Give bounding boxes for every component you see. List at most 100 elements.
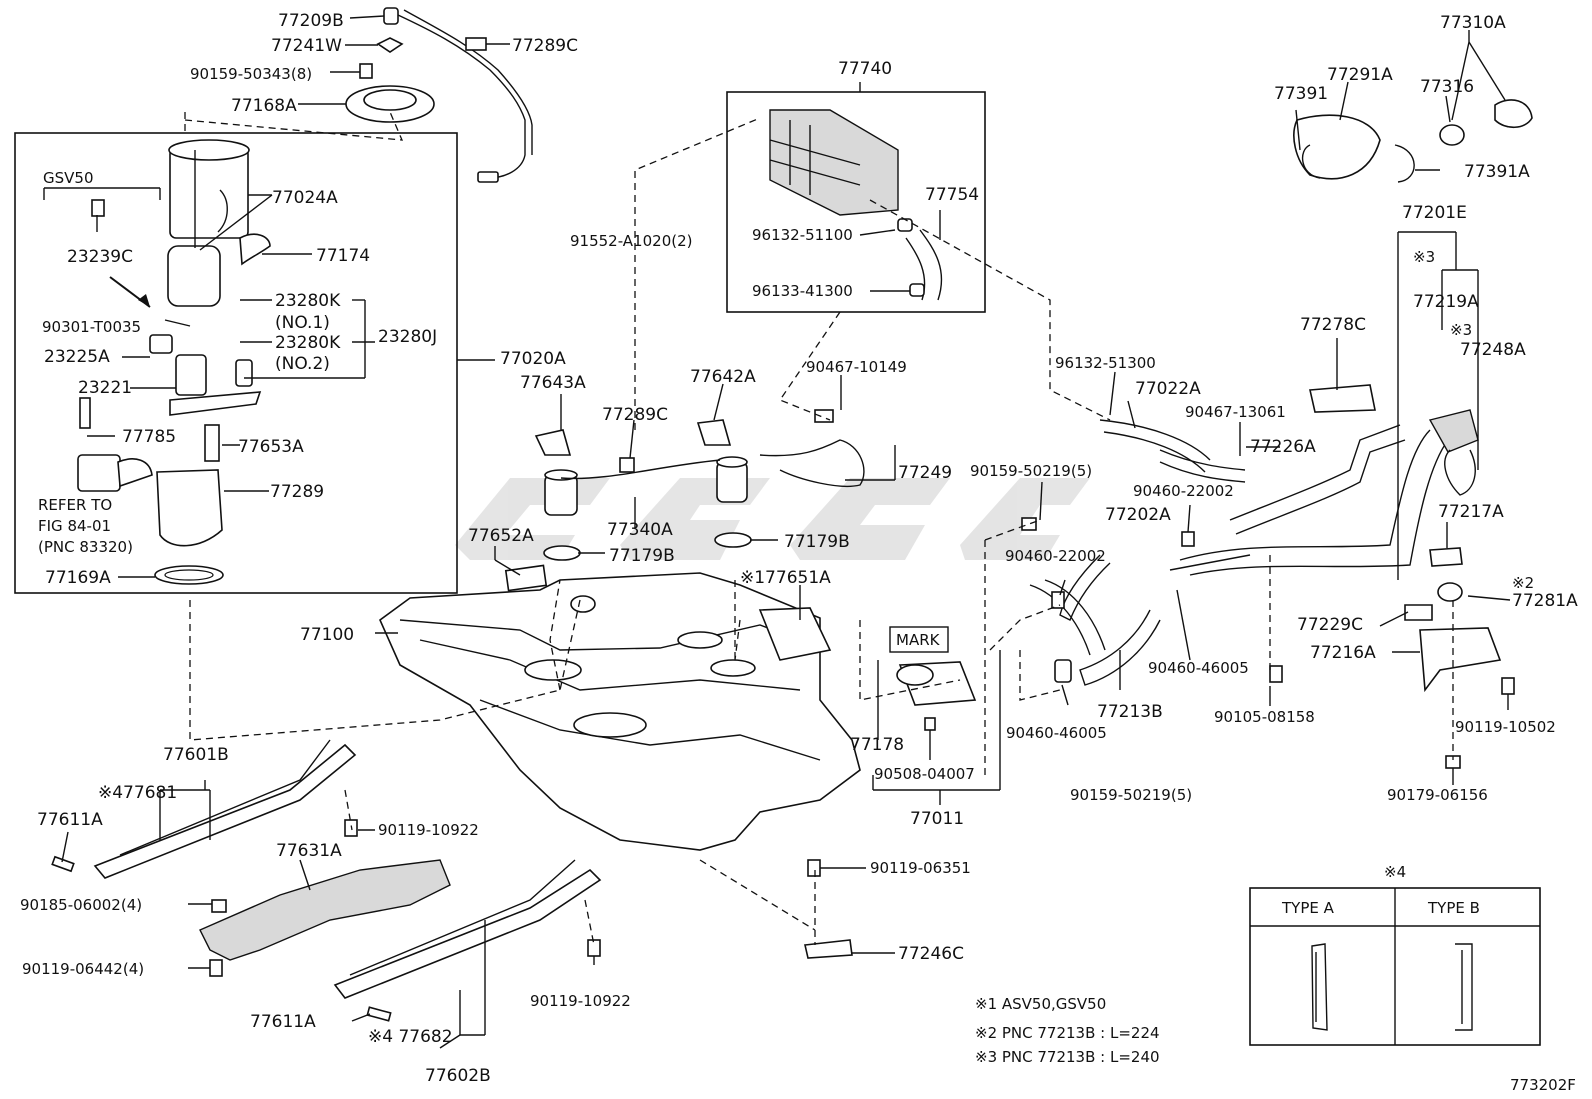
label-90105-08158: 90105-08158 xyxy=(1214,708,1315,726)
label-77611A-top: 77611A xyxy=(37,810,103,830)
label-77179B-left: 77179B xyxy=(609,546,675,566)
label-90159-50219-top: 90159-50219(5) xyxy=(970,462,1092,480)
label-90467-10149: 90467-10149 xyxy=(806,358,907,376)
note-3: ※3 PNC 77213B : L=240 xyxy=(975,1048,1160,1066)
label-mark3-a: ※3 xyxy=(1413,248,1435,266)
label-77681: ※477681 xyxy=(98,783,177,803)
label-77217A: 77217A xyxy=(1438,502,1504,522)
label-77241W: 77241W xyxy=(271,36,342,56)
label-mark: MARK xyxy=(896,631,941,649)
part-labels: 77209B 77241W 77289C 90159-50343(8) 7716… xyxy=(20,11,1578,1086)
label-90460-22002-mid: 90460-22002 xyxy=(1005,547,1106,565)
type-b-header: TYPE B xyxy=(1427,899,1480,917)
label-90179-06156: 90179-06156 xyxy=(1387,786,1488,804)
label-77643A: 77643A xyxy=(520,373,586,393)
label-77682: ※4 77682 xyxy=(368,1027,453,1047)
type-a-clip-shape xyxy=(1311,943,1328,1031)
label-90508-04007: 90508-04007 xyxy=(874,765,975,783)
label-77785: 77785 xyxy=(122,427,176,447)
label-77278C: 77278C xyxy=(1300,315,1366,335)
label-23280K-no2: 23280K xyxy=(275,333,341,353)
label-23239C: 23239C xyxy=(67,247,133,267)
label-77024A: 77024A xyxy=(272,188,338,208)
mid-hoses xyxy=(896,517,1195,731)
mark-label-box xyxy=(889,626,949,653)
label-77178: 77178 xyxy=(850,735,904,755)
label-77169A: 77169A xyxy=(45,568,111,588)
label-77209B: 77209B xyxy=(278,11,344,31)
label-77202A: 77202A xyxy=(1105,505,1171,525)
label-90467-13061: 90467-13061 xyxy=(1185,403,1286,421)
label-77391A: 77391A xyxy=(1464,162,1530,182)
pump-top-parts xyxy=(77,7,533,585)
label-77310A: 77310A xyxy=(1440,13,1506,33)
label-96132-51100: 96132-51100 xyxy=(752,226,853,244)
label-23221: 23221 xyxy=(78,378,132,398)
label-77011: 77011 xyxy=(910,809,964,829)
label-90119-10922-bottom: 90119-10922 xyxy=(530,992,631,1010)
label-no2: (NO.2) xyxy=(275,354,330,374)
label-77179B-right: 77179B xyxy=(784,532,850,552)
label-77631A: 77631A xyxy=(276,841,342,861)
label-23225A: 23225A xyxy=(44,347,110,367)
label-77216A: 77216A xyxy=(1310,643,1376,663)
label-77754: 77754 xyxy=(925,185,979,205)
type-b-clip-shape xyxy=(1455,943,1473,1031)
label-90119-10922-top: 90119-10922 xyxy=(378,821,479,839)
label-no1: (NO.1) xyxy=(275,313,330,333)
label-90460-46005-left: 90460-46005 xyxy=(1006,724,1107,742)
label-77601B: 77601B xyxy=(163,745,229,765)
label-77611A-bottom: 77611A xyxy=(250,1012,316,1032)
label-90460-22002-top: 90460-22002 xyxy=(1133,482,1234,500)
label-77652A: 77652A xyxy=(468,526,534,546)
canister-group xyxy=(769,109,943,301)
label-77653A: 77653A xyxy=(238,437,304,457)
label-77246C: 77246C xyxy=(898,944,964,964)
label-77248A: 77248A xyxy=(1460,340,1526,360)
type-table xyxy=(1249,887,1541,1046)
label-77289C-mid: 77289C xyxy=(602,405,668,425)
label-gsv50: GSV50 xyxy=(43,169,94,187)
label-mark3-b: ※3 xyxy=(1450,321,1472,339)
label-90119-06442: 90119-06442(4) xyxy=(22,960,144,978)
label-pnc-83320: (PNC 83320) xyxy=(38,538,133,556)
label-mark2: ※2 xyxy=(1512,574,1534,592)
label-77226A: 77226A xyxy=(1250,437,1316,457)
dashed-guides xyxy=(184,111,1454,946)
label-77291A: 77291A xyxy=(1327,65,1393,85)
label-90301-T0035: 90301-T0035 xyxy=(42,318,141,336)
label-77340A: 77340A xyxy=(607,520,673,540)
label-77316: 77316 xyxy=(1420,77,1474,97)
label-fig-84-01: FIG 84-01 xyxy=(38,517,111,535)
label-90119-10502: 90119-10502 xyxy=(1455,718,1556,736)
footnotes: ※1 ASV50,GSV50 ※2 PNC 77213B : L=224 ※3 … xyxy=(975,995,1160,1066)
label-77642A: 77642A xyxy=(690,367,756,387)
label-90159-50343: 90159-50343(8) xyxy=(190,65,312,83)
figure-id: 773202F xyxy=(1510,1076,1576,1094)
fuel-pump-assembly-frame xyxy=(14,132,458,594)
label-77651A: ※177651A xyxy=(740,568,831,588)
label-77289: 77289 xyxy=(270,482,324,502)
leader-lines xyxy=(43,15,1511,1049)
label-77602B: 77602B xyxy=(425,1066,491,1086)
label-77391: 77391 xyxy=(1274,84,1328,104)
label-90460-46005-right: 90460-46005 xyxy=(1148,659,1249,677)
type-table-mark: ※4 xyxy=(1384,863,1406,881)
label-77249: 77249 xyxy=(898,463,952,483)
label-77219A: 77219A xyxy=(1413,292,1479,312)
label-77022A: 77022A xyxy=(1135,379,1201,399)
note-2: ※2 PNC 77213B : L=224 xyxy=(975,1024,1160,1042)
label-96133-41300: 96133-41300 xyxy=(752,282,853,300)
canister-frame xyxy=(726,91,986,313)
type-a-header: TYPE A xyxy=(1281,899,1335,917)
label-77100: 77100 xyxy=(300,625,354,645)
label-77174: 77174 xyxy=(316,246,370,266)
label-23280K-no1: 23280K xyxy=(275,291,341,311)
fuel-tank-77100 xyxy=(379,572,861,851)
label-77229C: 77229C xyxy=(1297,615,1363,635)
label-77281A: 77281A xyxy=(1512,591,1578,611)
label-refer-to: REFER TO xyxy=(38,496,112,514)
label-77213B: 77213B xyxy=(1097,702,1163,722)
